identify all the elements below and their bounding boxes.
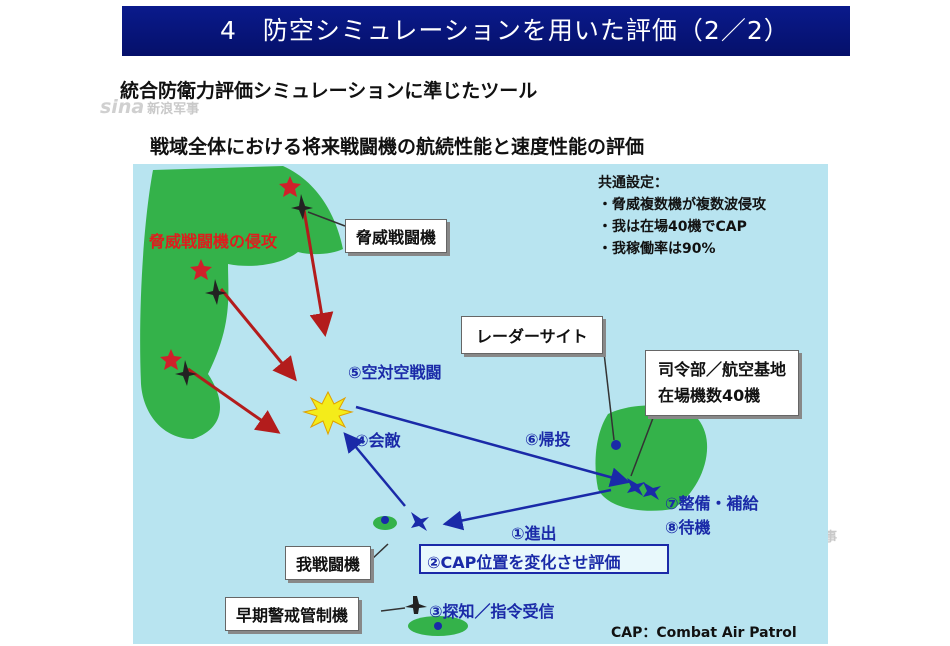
threat-fighter-callout: 脅威戦闘機 xyxy=(345,219,448,253)
common-settings: 共通設定： ・脅威複数機が複数波侵攻 ・我は在場40機でCAP ・我稼働率は90… xyxy=(598,172,766,260)
our-fighter-callout: 我戦闘機 xyxy=(285,546,372,580)
section-heading: 戦域全体における将来戦闘機の航続性能と速度性能の評価 xyxy=(150,136,645,158)
settings-item: ・我稼働率は90% xyxy=(598,241,716,257)
air-combat-explosion-icon xyxy=(302,390,354,436)
aew-aircraft-icon xyxy=(405,596,427,614)
island-dot xyxy=(381,516,389,524)
threat-arrow xyxy=(219,288,297,382)
page-title: 4 防空シミュレーションを用いた評価（2／2） xyxy=(220,16,790,45)
settings-title: 共通設定： xyxy=(598,175,668,191)
threat-arrow xyxy=(187,367,281,434)
step-engage: ④会敵 xyxy=(355,431,401,450)
settings-item: ・我は在場40機でCAP xyxy=(598,219,747,235)
aew-callout: 早期警戒管制機 xyxy=(225,597,360,631)
radar-site-callout: レーダーサイト xyxy=(461,316,603,354)
threat-aircraft-icon xyxy=(291,194,313,220)
step-standby: ⑧待機 xyxy=(665,518,711,537)
radar-site-icon xyxy=(611,440,621,450)
step-maintenance: ⑦整備・補給 xyxy=(665,494,759,513)
air-defense-diagram: 共通設定： ・脅威複数機が複数波侵攻 ・我は在場40機でCAP ・我稼働率は90… xyxy=(133,164,828,644)
threat-aircraft-icon xyxy=(205,279,227,305)
star-icon xyxy=(160,349,182,370)
engage-arrow xyxy=(343,432,406,507)
airbase-count-line: 在場機数40機 xyxy=(658,386,761,405)
island-dot xyxy=(434,622,442,630)
command-base-callout: 司令部／航空基地 在場機数40機 xyxy=(645,350,800,416)
watermark-text: 新浪军事 xyxy=(147,102,200,117)
star-icon xyxy=(190,259,212,280)
step-detect: ③探知／指令受信 xyxy=(429,602,555,621)
return-arrow xyxy=(355,405,631,487)
cap-evaluation-box: ②CAP位置を変化させ評価 xyxy=(419,544,669,574)
threat-invasion-label: 脅威戦闘機の侵攻 xyxy=(149,232,278,251)
star-icon xyxy=(279,176,301,197)
step-air-combat: ⑤空対空戦闘 xyxy=(348,363,442,382)
our-fighter-icon xyxy=(411,512,429,531)
step-cap-evaluate: ②CAP位置を変化させ評価 xyxy=(427,553,621,572)
base-aircraft-icon xyxy=(627,478,645,496)
sina-logo: sina xyxy=(100,96,145,118)
deploy-arrow xyxy=(442,488,612,531)
map-graphics xyxy=(140,166,708,636)
cap-footnote: CAP：Combat Air Patrol xyxy=(611,625,797,641)
title-bar: 4 防空シミュレーションを用いた評価（2／2） xyxy=(122,6,850,56)
command-base-line: 司令部／航空基地 xyxy=(658,360,787,379)
settings-item: ・脅威複数機が複数波侵攻 xyxy=(598,197,766,213)
step-deploy: ①進出 xyxy=(511,524,557,543)
subtitle: 統合防衛力評価シミュレーションに準じたツール xyxy=(120,80,538,102)
threat-arrow xyxy=(301,203,334,337)
step-return: ⑥帰投 xyxy=(525,430,571,449)
threat-aircraft-icon xyxy=(175,360,197,386)
enemy-landmass xyxy=(140,166,343,439)
base-aircraft-icon xyxy=(643,482,661,500)
